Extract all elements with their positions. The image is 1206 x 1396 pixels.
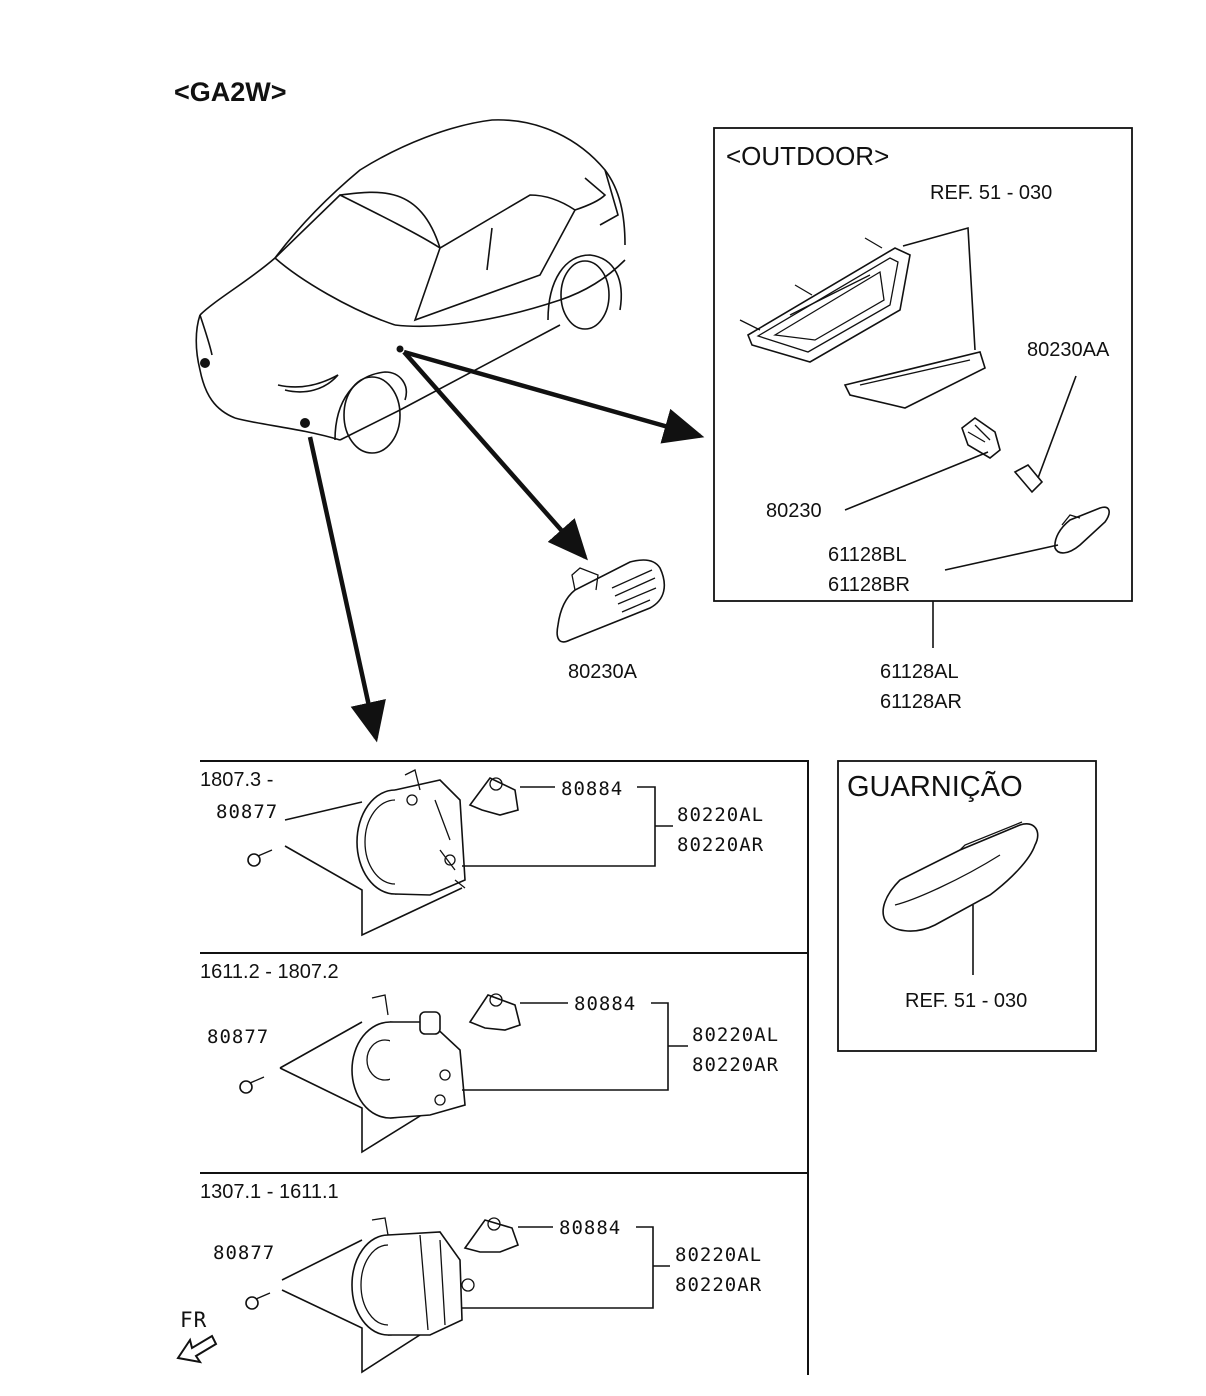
assembly-left-label: 61128AL bbox=[880, 661, 959, 683]
fog-section-1: 1807.3 - 80877 80884 80220AL 80220AR bbox=[200, 769, 764, 937]
outdoor-lens-left-label: 61128BL bbox=[828, 544, 907, 566]
outdoor-ref-label: REF. 51 - 030 bbox=[930, 182, 1052, 204]
outdoor-lens-drawing bbox=[1054, 506, 1110, 554]
fog-section-1-screw bbox=[247, 849, 273, 867]
trim-drawing bbox=[882, 821, 1039, 932]
model-label: <GA2W> bbox=[174, 77, 287, 107]
outdoor-wedge-bulb-drawing bbox=[1013, 463, 1044, 494]
fog-section-1-bulb-label: 80884 bbox=[561, 778, 623, 800]
fog-section-2-lamp bbox=[351, 994, 466, 1119]
fog-section-2-lamp-right-label: 80220AR bbox=[692, 1054, 779, 1076]
fog-section-1-lamp-left-label: 80220AL bbox=[677, 804, 764, 826]
fog-section-1-screw-label: 80877 bbox=[216, 801, 278, 823]
trim-title: GUARNIÇÃO bbox=[847, 769, 1023, 803]
fog-section-3-bulb bbox=[463, 1217, 520, 1253]
fog-section-1-lamp bbox=[356, 769, 466, 896]
vehicle-illustration bbox=[195, 119, 626, 454]
fog-section-2-bulb-label: 80884 bbox=[574, 993, 636, 1015]
outdoor-bulb-label: 80230 bbox=[766, 500, 822, 522]
fog-section-1-range: 1807.3 - bbox=[200, 769, 273, 791]
front-direction-arrow-icon bbox=[176, 1334, 218, 1364]
outdoor-title: <OUTDOOR> bbox=[726, 141, 889, 171]
trim-ref-label: REF. 51 - 030 bbox=[905, 990, 1027, 1012]
fog-section-3-screw-label: 80877 bbox=[213, 1242, 275, 1264]
fog-section-3-lamp-left-label: 80220AL bbox=[675, 1244, 762, 1266]
side-marker-part-label: 80230A bbox=[568, 661, 638, 683]
fog-section-2-range: 1611.2 - 1807.2 bbox=[200, 961, 339, 983]
fog-section-3-bulb-label: 80884 bbox=[559, 1217, 621, 1239]
outdoor-bulb-socket-label: 80230AA bbox=[1027, 339, 1110, 361]
fog-section-2-bulb bbox=[468, 993, 521, 1031]
fog-section-1-bulb bbox=[468, 776, 519, 816]
fog-section-3-screw bbox=[245, 1292, 271, 1310]
fog-section-3-range: 1307.1 - 1611.1 bbox=[200, 1181, 339, 1203]
front-direction-label: FR bbox=[180, 1308, 207, 1332]
fog-lamp-panel bbox=[200, 760, 809, 1375]
outdoor-lens-right-label: 61128BR bbox=[828, 574, 910, 596]
fog-section-2-lamp-left-label: 80220AL bbox=[692, 1024, 779, 1046]
arrow-to-outdoor bbox=[403, 349, 705, 444]
outdoor-housing-drawing bbox=[739, 237, 986, 409]
fog-section-3-lamp-right-label: 80220AR bbox=[675, 1274, 762, 1296]
fog-section-3-lamp bbox=[351, 1217, 475, 1336]
fog-section-2-screw-label: 80877 bbox=[207, 1026, 269, 1048]
fog-section-3: 1307.1 - 1611.1 80877 80884 80220AL 8022… bbox=[200, 1181, 762, 1374]
fog-section-2-screw bbox=[239, 1076, 265, 1094]
outdoor-bulb-socket-drawing bbox=[961, 417, 1001, 459]
trim-box bbox=[837, 760, 1097, 1052]
fog-section-1-lamp-right-label: 80220AR bbox=[677, 834, 764, 856]
outdoor-box bbox=[713, 127, 1133, 602]
assembly-right-label: 61128AR bbox=[880, 691, 962, 713]
fog-section-2: 1611.2 - 1807.2 80877 80884 80220AL 8022… bbox=[200, 961, 779, 1154]
arrow-to-side-marker bbox=[402, 350, 588, 561]
arrow-to-fog-lamps bbox=[307, 436, 386, 743]
side-marker-drawing bbox=[556, 559, 666, 643]
